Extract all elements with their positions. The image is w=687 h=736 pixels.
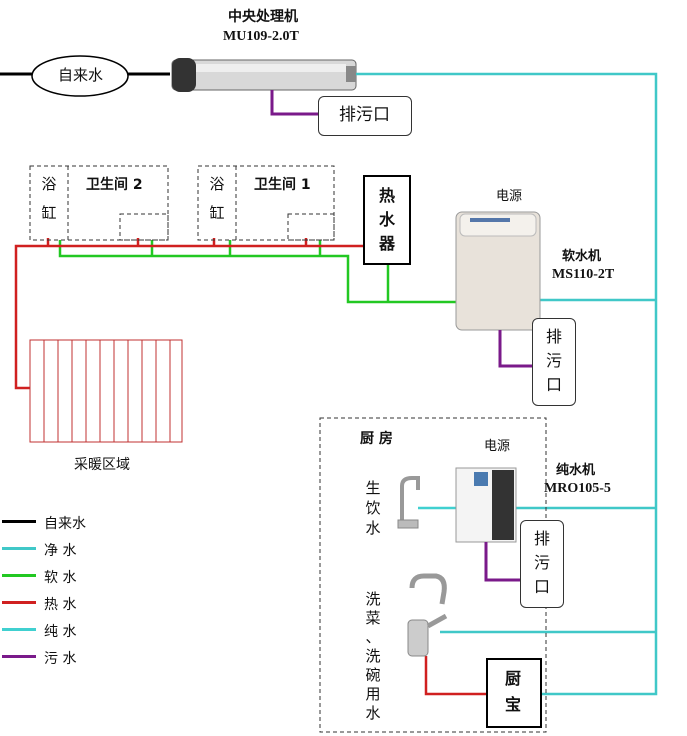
softener-lid — [459, 213, 537, 237]
hot-water-kitchen — [424, 656, 486, 696]
purifier-drain-pipe — [484, 542, 520, 582]
bathroom2-bathtub-label: 浴 缸 — [41, 175, 57, 222]
kitchen-mixer-faucet — [407, 573, 448, 657]
legend-swatch — [2, 628, 36, 631]
legend-item-hot-water: 热 水 — [0, 591, 140, 615]
legend-item-purified-water: 净 水 — [0, 537, 140, 561]
drinking-water-label: 生 饮 水 — [365, 479, 381, 537]
water-heater-box — [363, 175, 411, 265]
softener-title: 软水机 — [562, 249, 602, 264]
bathroom2-area — [29, 165, 169, 241]
top-drain-outlet-box: 排污口 — [318, 96, 412, 136]
processor-drain-pipe — [270, 90, 318, 116]
bathroom2-fixture — [119, 213, 169, 241]
legend-swatch — [2, 547, 36, 550]
bathroom2-label: 卫生间 2 — [86, 177, 143, 193]
central-processor-model: MU109-2.0T — [223, 29, 299, 44]
softener-drain-label: 排 污 口 — [545, 327, 562, 394]
softener-drain-pipe — [498, 330, 532, 368]
water-softener-unit — [455, 211, 541, 331]
legend-label: 热 水 — [44, 597, 77, 613]
purified-water-main — [356, 72, 658, 696]
purifier-side-panel — [492, 470, 514, 540]
legend-swatch — [2, 601, 36, 604]
legend-swatch — [2, 520, 36, 523]
kitchen-treasure-label: 厨 宝 — [504, 669, 521, 714]
bathroom1-bathtub-label: 浴 缸 — [209, 175, 225, 222]
legend-label: 净 水 — [44, 543, 77, 559]
legend: 自来水 净 水 软 水 热 水 纯 水 污 水 — [0, 510, 140, 670]
purifier-title: 纯水机 — [556, 463, 596, 478]
kitchen-power-label: 电源 — [484, 439, 511, 454]
legend-swatch — [2, 655, 36, 658]
legend-label: 自来水 — [44, 516, 86, 532]
purifier-drain-box: 排 污 口 — [520, 520, 564, 608]
legend-label: 污 水 — [44, 651, 77, 667]
purifier-model: MRO105-5 — [544, 481, 611, 496]
soft-water-pipe — [58, 240, 456, 304]
legend-item-tap-water: 自来水 — [0, 510, 140, 534]
purifier-drain-label: 排 污 口 — [533, 529, 550, 596]
kitchen-title: 厨 房 — [360, 431, 393, 447]
legend-item-pure-water: 纯 水 — [0, 618, 140, 642]
hot-water-pipe — [14, 244, 364, 390]
central-processor-outlet — [346, 66, 356, 82]
kitchen-treasure-box: 厨 宝 — [486, 658, 542, 728]
central-processor-title: 中央处理机 — [228, 9, 298, 25]
radiator — [29, 339, 183, 443]
softener-power-label: 电源 — [496, 189, 523, 204]
legend-label: 软 水 — [44, 570, 77, 586]
central-processor-cap — [172, 58, 196, 92]
kitchen-area — [319, 417, 547, 733]
softener-drain-box: 排 污 口 — [532, 318, 576, 406]
heating-area-label: 采暖区域 — [74, 457, 130, 473]
legend-label: 纯 水 — [44, 624, 77, 640]
washing-water-label: 洗 菜 、 洗 碗 用 水 — [365, 590, 381, 722]
central-processor-highlight — [196, 64, 346, 72]
bathroom1-label: 卫生间 1 — [254, 177, 311, 193]
tap-water-source-ellipse — [31, 55, 129, 97]
legend-item-waste-water: 污 水 — [0, 645, 140, 669]
softener-model: MS110-2T — [552, 267, 615, 282]
top-drain-outlet-label: 排污口 — [339, 105, 390, 125]
bathroom1-fixture — [287, 213, 335, 241]
softener-display — [470, 218, 510, 222]
water-heater-label: 热 水 器 — [378, 186, 395, 253]
legend-item-soft-water: 软 水 — [0, 564, 140, 588]
legend-swatch — [2, 574, 36, 577]
drinking-faucet — [397, 476, 420, 529]
purifier-display — [474, 472, 488, 486]
tap-water-source-label: 自来水 — [58, 66, 104, 84]
